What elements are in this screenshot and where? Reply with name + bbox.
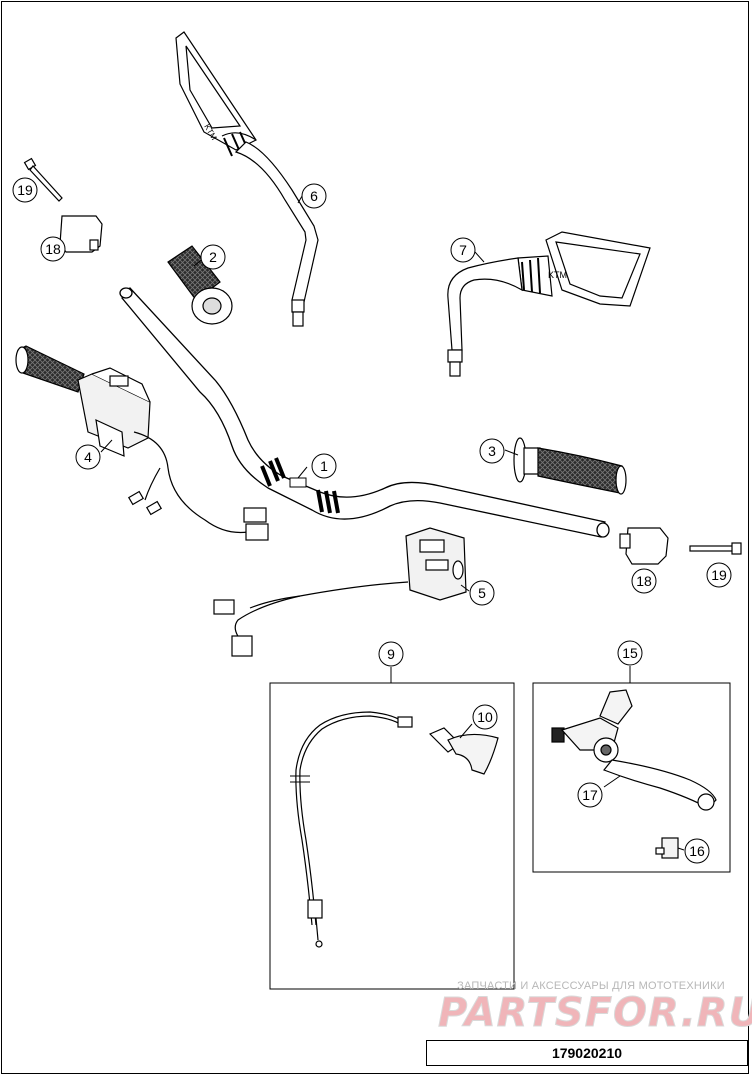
mirror-left: KTM — [175, 31, 319, 327]
callout-10: 10 — [472, 704, 498, 730]
callout-1: 1 — [311, 453, 337, 479]
svg-text:10: 10 — [477, 709, 493, 725]
callout-7: 7 — [450, 237, 476, 263]
svg-text:9: 9 — [387, 646, 395, 662]
callout-18-left: 18 — [40, 236, 66, 262]
svg-text:16: 16 — [689, 843, 705, 859]
diagram-code: 179020210 — [551, 1045, 623, 1061]
bolt-right — [689, 542, 742, 555]
callout-18-right: 18 — [631, 568, 657, 594]
clutch-lever-assembly — [551, 689, 717, 811]
svg-text:2: 2 — [209, 249, 217, 265]
leader-lines — [100, 190, 685, 851]
clutch-switch — [655, 837, 679, 859]
svg-text:7: 7 — [459, 242, 467, 258]
callout-3: 3 — [479, 438, 505, 464]
left-switch-assembly — [15, 345, 269, 541]
bolt-left — [23, 157, 63, 202]
grip-right — [513, 437, 627, 495]
svg-text:1: 1 — [320, 458, 328, 474]
callout-6: 6 — [301, 183, 327, 209]
handlebar — [119, 287, 610, 538]
callout-4: 4 — [75, 444, 101, 470]
right-switch-assembly — [213, 527, 467, 657]
svg-text:4: 4 — [84, 449, 92, 465]
svg-text:19: 19 — [17, 182, 33, 198]
callout-16: 16 — [684, 838, 710, 864]
callout-2: 2 — [200, 244, 226, 270]
svg-text:15: 15 — [622, 645, 638, 661]
svg-text:17: 17 — [582, 787, 598, 803]
svg-text:5: 5 — [478, 585, 486, 601]
callout-5: 5 — [469, 580, 495, 606]
watermark-caption: ЗАПЧАСТИ И АКСЕССУАРЫ ДЛЯ МОТОТЕХНИКИ — [457, 980, 725, 992]
callout-19-left: 19 — [12, 177, 38, 203]
clutch-lever-box — [532, 682, 731, 873]
diagram-code-box: 179020210 — [426, 1040, 748, 1066]
watermark-logo: PARTSFOR.RU — [438, 990, 752, 1036]
svg-text:19: 19 — [711, 567, 727, 583]
svg-text:18: 18 — [45, 241, 61, 257]
svg-text:3: 3 — [488, 443, 496, 459]
svg-text:6: 6 — [310, 188, 318, 204]
watermark: ЗАПЧАСТИ И АКСЕССУАРЫ ДЛЯ МОТОТЕХНИКИ PA… — [438, 980, 752, 1036]
callouts: 1 2 3 4 5 6 7 9 10 15 16 17 18 18 19 19 — [12, 177, 732, 864]
mirror-right: KTM — [447, 231, 651, 377]
clutch-cable — [290, 711, 413, 948]
clutch-cable-box — [269, 682, 515, 990]
bar-end-right — [619, 527, 669, 565]
cable-boot — [428, 727, 499, 775]
callout-9: 9 — [378, 641, 404, 667]
throttle-grip-small — [167, 245, 233, 325]
callout-15: 15 — [617, 640, 643, 666]
svg-text:18: 18 — [636, 573, 652, 589]
mirror-logo-right: KTM — [548, 270, 567, 280]
bar-end-left — [59, 215, 103, 253]
callout-17: 17 — [577, 782, 603, 808]
callout-19-right: 19 — [706, 562, 732, 588]
